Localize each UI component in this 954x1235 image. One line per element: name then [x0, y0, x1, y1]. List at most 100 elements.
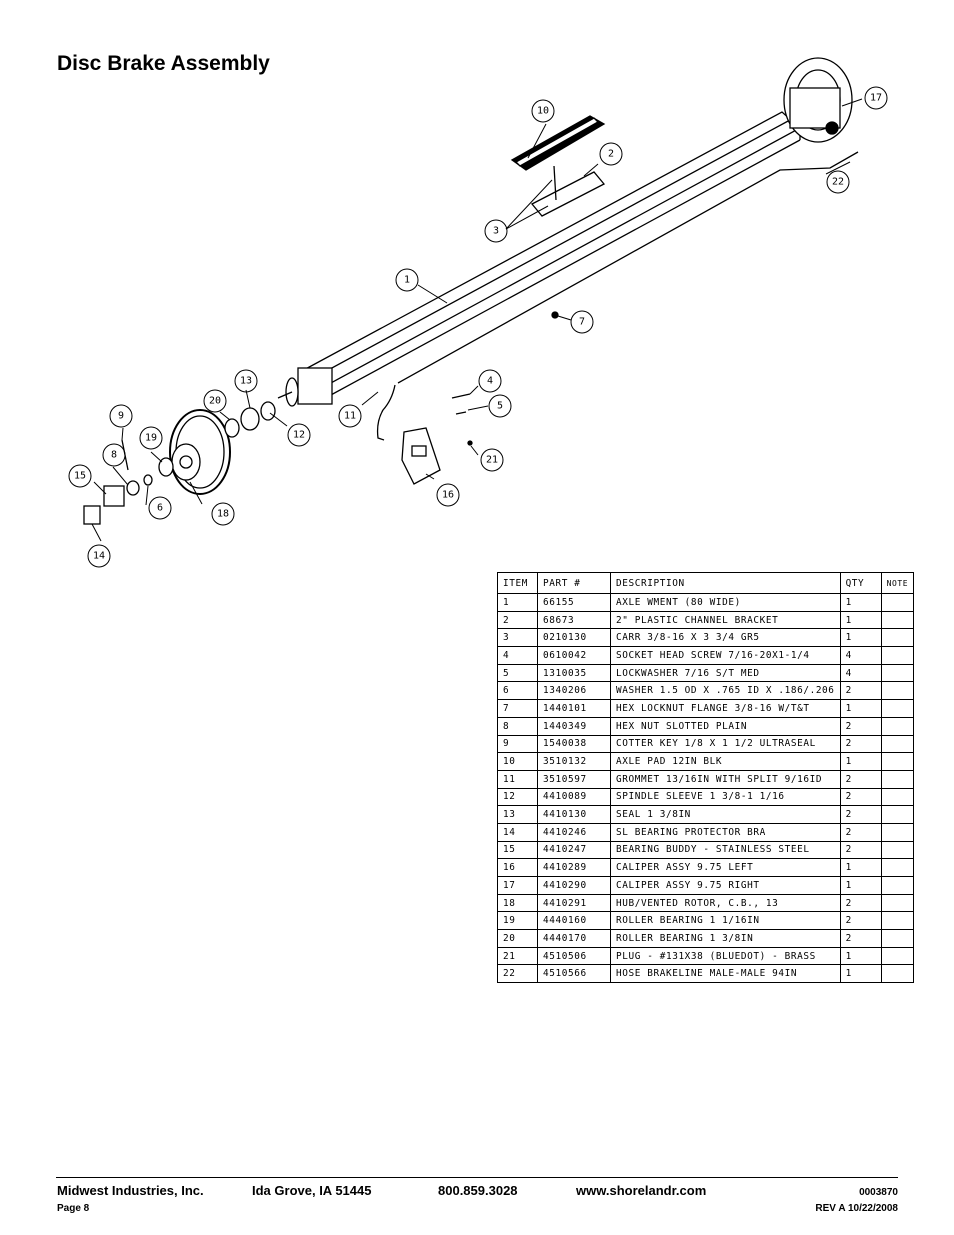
- cell-description: HOSE BRAKELINE MALE-MALE 94IN: [610, 964, 841, 984]
- cell-qty: 2: [839, 769, 882, 789]
- bearing-buddy: [103, 485, 125, 507]
- callout-18: [211, 502, 235, 526]
- cell-note: [880, 628, 915, 648]
- cell-note: [880, 822, 915, 842]
- cell-qty: 1: [839, 946, 882, 966]
- callout-label: 20: [209, 396, 221, 407]
- rotor-hub: [169, 409, 231, 495]
- cell-part-number: 3510597: [537, 769, 611, 789]
- callout-8: [102, 443, 126, 467]
- cell-item: 22: [497, 964, 538, 984]
- callout-7: [570, 310, 594, 334]
- cell-part-number: 4510566: [537, 964, 611, 984]
- cell-description: CARR 3/8-16 X 3 3/4 GR5: [610, 628, 841, 648]
- cell-qty: 2: [839, 911, 882, 931]
- callout-9: [109, 404, 133, 428]
- cell-description: 2" PLASTIC CHANNEL BRACKET: [610, 610, 841, 630]
- locknut: [551, 311, 559, 319]
- callout-label: 16: [442, 490, 454, 501]
- cell-note: [880, 929, 915, 948]
- footer-location: Ida Grove, IA 51445: [252, 1183, 372, 1198]
- header-part-number: PART #: [537, 572, 611, 594]
- cell-item: 14: [497, 822, 538, 842]
- cell-description: ROLLER BEARING 1 3/8IN: [610, 929, 841, 948]
- cell-description: SOCKET HEAD SCREW 7/16-20X1-1/4: [610, 646, 841, 665]
- callout-label: 15: [74, 471, 86, 482]
- cell-qty: 2: [839, 893, 882, 913]
- cell-part-number: 4410291: [537, 893, 611, 913]
- cell-qty: 2: [839, 734, 882, 754]
- callout-label: 17: [870, 93, 882, 104]
- callout-label: 1: [404, 275, 410, 286]
- footer-page: Page 8: [57, 1203, 90, 1214]
- cell-item: 19: [497, 911, 538, 931]
- cell-description: SL BEARING PROTECTOR BRA: [610, 822, 841, 842]
- callout-label: 3: [493, 226, 499, 237]
- cell-qty: 2: [839, 929, 882, 948]
- cell-description: ROLLER BEARING 1 1/16IN: [610, 911, 841, 931]
- cell-note: [880, 946, 915, 966]
- cell-qty: 2: [839, 805, 882, 824]
- callout-label: 18: [217, 509, 229, 520]
- callout-16: [436, 483, 460, 507]
- cell-note: [880, 911, 915, 931]
- left-caliper: [401, 427, 441, 485]
- callout-2: [599, 142, 623, 166]
- cell-description: HEX NUT SLOTTED PLAIN: [610, 716, 841, 736]
- callout-20: [203, 389, 227, 413]
- cell-part-number: 1310035: [537, 663, 611, 683]
- cell-item: 9: [497, 734, 538, 754]
- header-note: NOTE: [880, 572, 915, 594]
- cell-item: 12: [497, 787, 538, 807]
- right-caliper-hub: [783, 57, 853, 143]
- cell-qty: 1: [839, 628, 882, 648]
- cell-qty: 1: [839, 752, 882, 771]
- callout-label: 11: [344, 411, 356, 422]
- cell-qty: 2: [839, 716, 882, 736]
- cell-part-number: 1440349: [537, 716, 611, 736]
- socket-screw-2: [455, 411, 467, 415]
- cell-note: [880, 840, 915, 860]
- cell-note: [880, 593, 915, 612]
- hex-nut: [126, 480, 140, 496]
- cell-part-number: 3510132: [537, 752, 611, 771]
- cell-part-number: 1340206: [537, 681, 611, 701]
- cell-item: 7: [497, 699, 538, 718]
- cell-part-number: 4410289: [537, 858, 611, 877]
- cell-description: LOCKWASHER 7/16 S/T MED: [610, 663, 841, 683]
- cell-note: [880, 752, 915, 771]
- left-spindle: [277, 367, 333, 407]
- cell-item: 6: [497, 681, 538, 701]
- cell-qty: 1: [839, 876, 882, 895]
- cell-description: HUB/VENTED ROTOR, C.B., 13: [610, 893, 841, 913]
- callout-label: 21: [486, 455, 498, 466]
- cell-description: SEAL 1 3/8IN: [610, 805, 841, 824]
- cell-item: 3: [497, 628, 538, 648]
- cell-part-number: 4410089: [537, 787, 611, 807]
- cell-item: 21: [497, 946, 538, 966]
- cell-note: [880, 663, 915, 683]
- seal: [240, 407, 260, 431]
- cell-description: BEARING BUDDY - STAINLESS STEEL: [610, 840, 841, 860]
- cell-note: [880, 805, 915, 824]
- callout-labels: 1 2 3 4 5 6 7 8 9 10 11 12 13 14 15 16 1…: [74, 93, 882, 562]
- cell-item: 18: [497, 893, 538, 913]
- callout-21: [480, 448, 504, 472]
- callout-12: [287, 423, 311, 447]
- cell-description: AXLE WMENT (80 WIDE): [610, 593, 841, 612]
- callout-leaders: [91, 98, 863, 542]
- cell-note: [880, 787, 915, 807]
- cell-part-number: 4410290: [537, 876, 611, 895]
